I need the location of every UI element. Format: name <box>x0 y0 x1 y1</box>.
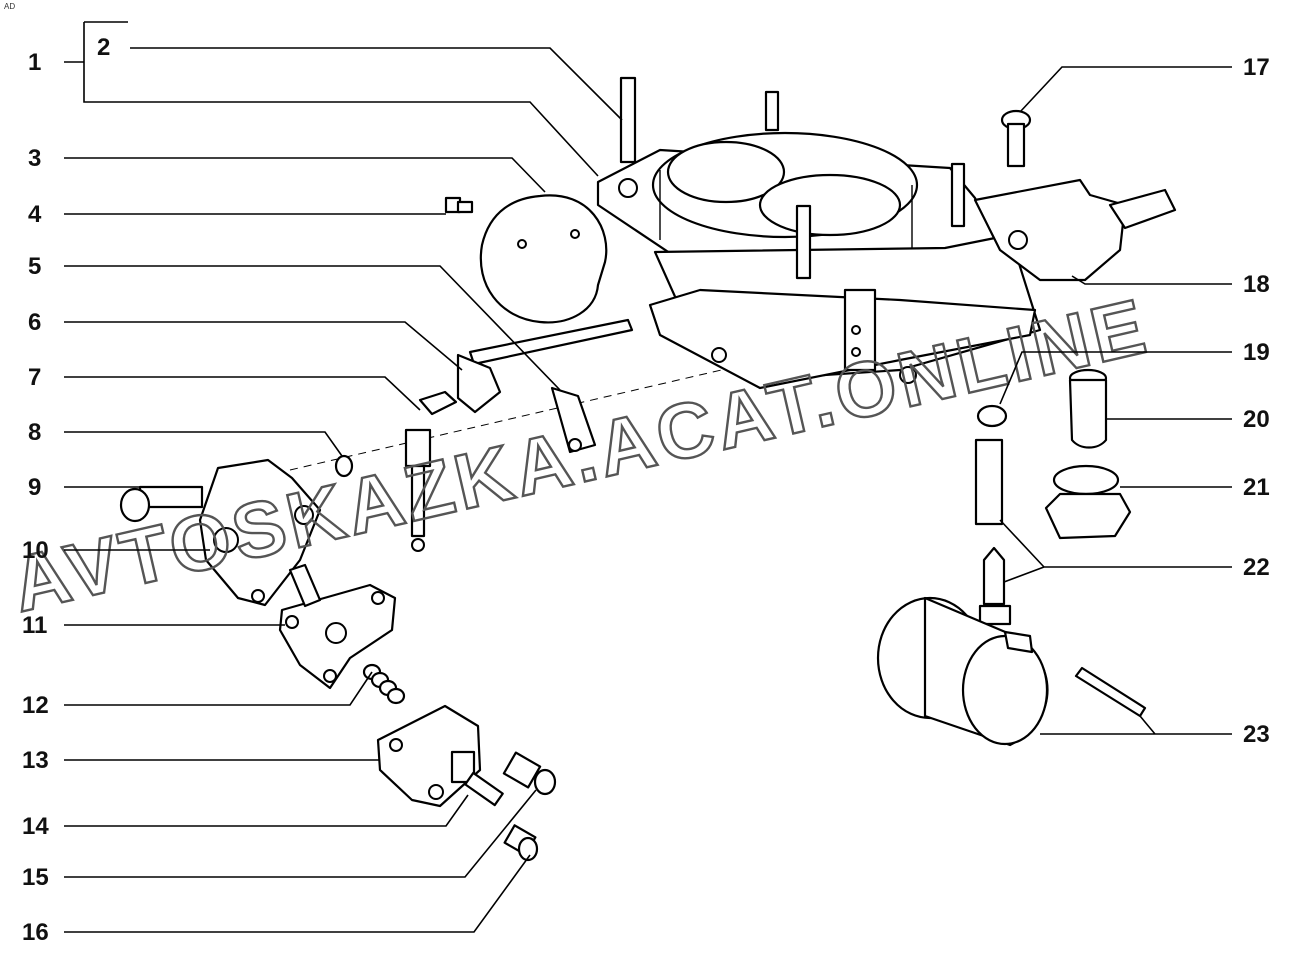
gasket-part <box>479 194 608 324</box>
callout-2: 2 <box>97 34 110 61</box>
callout-numbers: 1 2 3 4 5 6 7 8 9 10 11 12 13 14 15 16 1… <box>22 34 1270 946</box>
callout-1: 1 <box>28 49 41 76</box>
callout-18: 18 <box>1243 271 1270 298</box>
pump-cover <box>198 458 322 607</box>
callout-12: 12 <box>22 692 49 719</box>
leader-lines <box>64 21 1232 933</box>
carburetor-body <box>596 131 1177 390</box>
callout-21: 21 <box>1243 474 1270 501</box>
studs <box>619 76 966 280</box>
callout-7: 7 <box>28 364 41 391</box>
callout-17: 17 <box>1243 54 1270 81</box>
bolt-long <box>119 485 204 523</box>
choke-shaft-levers <box>418 318 634 454</box>
fitting-tube <box>1068 368 1108 449</box>
callout-14: 14 <box>22 813 49 840</box>
callout-23: 23 <box>1243 721 1270 748</box>
pump-housing <box>376 704 482 808</box>
spring <box>362 663 406 705</box>
washer-small <box>334 454 354 478</box>
assembly-axis <box>289 367 731 471</box>
callout-16: 16 <box>22 919 49 946</box>
screw-top-right <box>1000 109 1032 168</box>
callout-19: 19 <box>1243 339 1270 366</box>
callout-11: 11 <box>22 612 47 639</box>
callout-4: 4 <box>28 201 42 228</box>
callout-9: 9 <box>28 474 41 501</box>
callout-13: 13 <box>22 747 49 774</box>
callout-20: 20 <box>1243 406 1270 433</box>
float <box>876 596 1147 747</box>
link-rod <box>404 428 432 552</box>
callout-5: 5 <box>28 253 41 280</box>
screw-small <box>444 196 474 214</box>
screw-set <box>464 751 557 862</box>
callout-6: 6 <box>28 309 41 336</box>
callout-3: 3 <box>28 145 41 172</box>
needle-valve <box>974 438 1012 626</box>
callout-22: 22 <box>1243 554 1270 581</box>
washer-19 <box>976 404 1008 428</box>
corner-mark: AD <box>4 2 15 11</box>
diaphragm <box>278 563 397 690</box>
hex-plug <box>1044 464 1132 540</box>
callout-8: 8 <box>28 419 41 446</box>
callout-10: 10 <box>22 537 49 564</box>
callout-15: 15 <box>22 864 49 891</box>
